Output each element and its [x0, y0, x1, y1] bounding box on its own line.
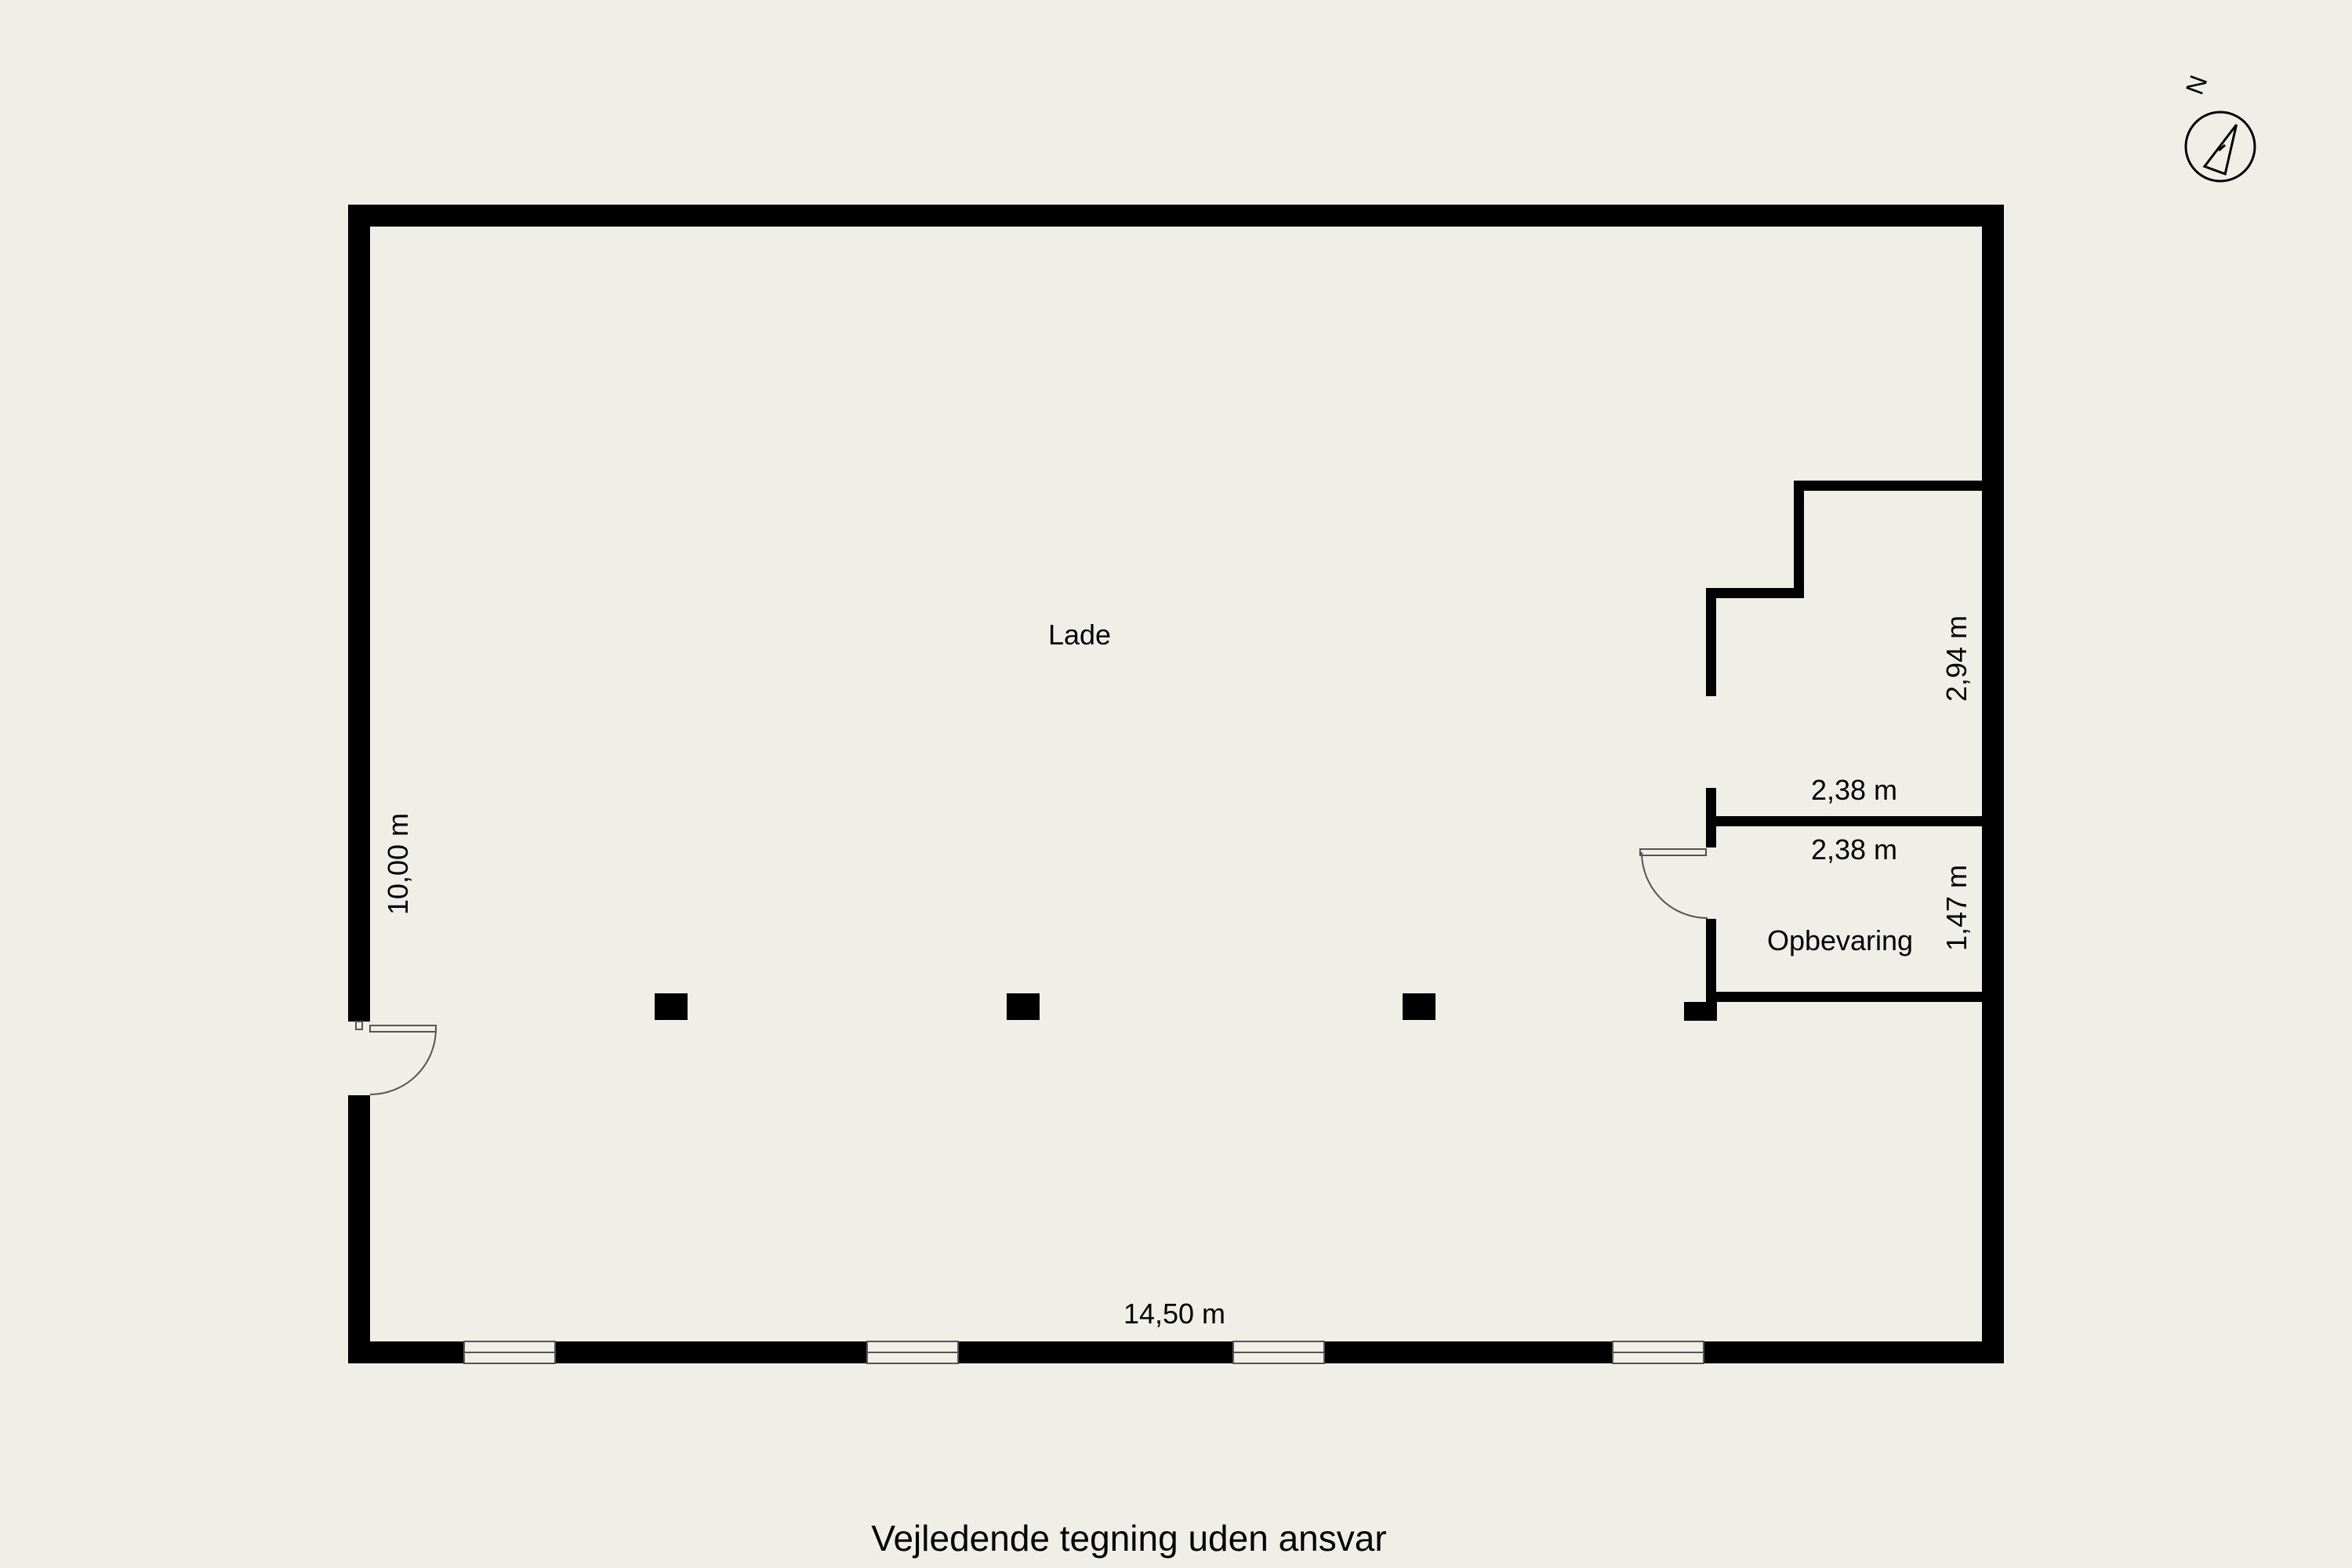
column	[655, 993, 688, 1020]
disclaimer-caption: Vejledende tegning uden ansvar	[871, 1518, 1386, 1559]
dimension-storage-upper-width: 2,38 m	[1811, 774, 1897, 806]
wall-top	[348, 205, 2004, 227]
columns	[655, 993, 1436, 1020]
compass-icon: N	[2180, 71, 2256, 183]
window	[463, 1341, 556, 1364]
entrance-door	[355, 1021, 437, 1095]
storage-bottom-wall	[1706, 992, 1982, 1002]
wall-left-upper	[348, 205, 370, 1022]
dimension-total-height: 10,00 m	[382, 813, 414, 915]
dimension-total-width: 14,50 m	[1123, 1298, 1225, 1330]
dimension-storage-lower-width: 2,38 m	[1811, 833, 1897, 866]
partition-upper-horizontal	[1794, 481, 1982, 491]
wall-bottom	[348, 1341, 2004, 1363]
dimension-upper-height: 2,94 m	[1940, 615, 1973, 702]
column	[1007, 993, 1040, 1020]
partition-left-upper	[1706, 588, 1716, 696]
compass-north-letter: N	[2180, 71, 2213, 98]
window	[866, 1341, 959, 1364]
room-label-lade: Lade	[1048, 619, 1111, 651]
outer-walls	[348, 205, 2004, 1363]
interior-walls	[1684, 481, 1982, 1021]
wall-right	[1982, 205, 2004, 1363]
partition-foot	[1684, 1002, 1717, 1021]
partition-left-lower	[1706, 919, 1716, 1011]
column	[1403, 993, 1436, 1020]
room-label-opbevaring: Opbevaring	[1767, 924, 1913, 956]
window	[1232, 1341, 1325, 1364]
partition-step-horizontal	[1706, 588, 1804, 598]
window	[1612, 1341, 1704, 1364]
wall-left-lower	[348, 1095, 370, 1363]
windows	[463, 1341, 1704, 1364]
partition-step-vertical	[1794, 481, 1804, 598]
dimension-storage-height: 1,47 m	[1940, 865, 1973, 951]
storage-top-wall	[1706, 816, 1982, 826]
storage-door	[1639, 848, 1708, 919]
